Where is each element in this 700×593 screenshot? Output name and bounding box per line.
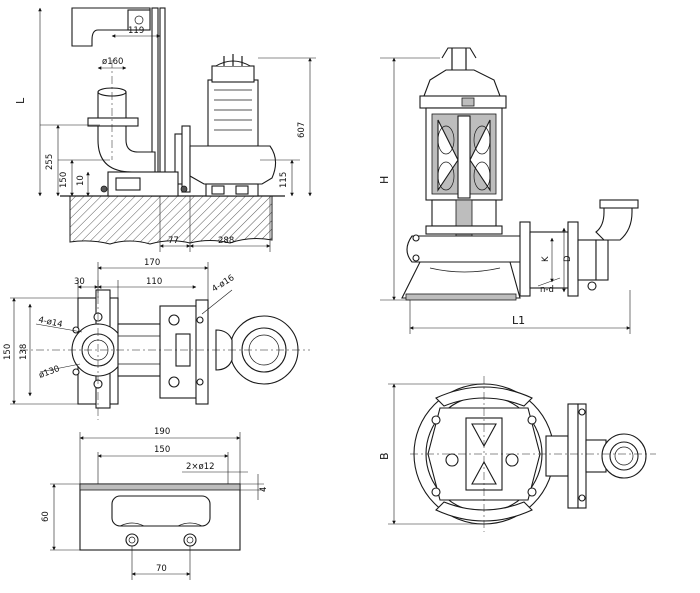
dim-4phi14: 4-ø14 — [37, 315, 63, 330]
dim-D: D — [563, 255, 573, 262]
pump-volute-side — [406, 235, 526, 263]
dim-B: B — [378, 452, 391, 460]
dim-190: 190 — [154, 427, 170, 437]
dim-H: H — [378, 176, 391, 184]
front-view: L 255 150 10 119 ø160 607 115 77 288 — [14, 7, 316, 252]
pump-base-stand — [401, 261, 521, 299]
dim-10: 10 — [76, 175, 86, 186]
dim-170: 170 — [144, 258, 160, 268]
dim-nd: n-d — [540, 285, 554, 295]
dim-115: 115 — [279, 172, 289, 188]
pump-side-view: H L1 K D n-d — [378, 47, 639, 334]
dim-255: 255 — [45, 154, 55, 170]
dim-4phi16: 4-ø16 — [210, 273, 236, 294]
dim-77: 77 — [168, 236, 179, 246]
dim-150: 150 — [3, 344, 13, 360]
dim-phi160: ø160 — [102, 57, 123, 67]
dim-L: L — [14, 97, 27, 104]
concrete-base — [69, 195, 273, 245]
dim-150: 150 — [59, 172, 69, 188]
dim-110: 110 — [146, 277, 162, 287]
dim-119: 119 — [128, 26, 144, 36]
dim-150: 150 — [154, 445, 170, 455]
plan-view: 170 30 110 4-ø16 4-ø14 150 138 ø130 — [3, 258, 310, 420]
dim-288: 288 — [218, 236, 234, 246]
dim-K: K — [541, 256, 551, 262]
pump-top-cap — [423, 69, 501, 97]
dim-L1: L1 — [512, 314, 525, 327]
dim-phi130: ø130 — [38, 364, 62, 381]
base-view: 190 150 2×ø12 60 4 70 — [41, 427, 269, 580]
dim-138: 138 — [19, 344, 29, 360]
dim-60: 60 — [41, 511, 51, 522]
dim-30: 30 — [74, 277, 85, 287]
pump-motor — [207, 79, 259, 147]
dim-70: 70 — [156, 564, 167, 574]
dim-2phi12: 2×ø12 — [186, 462, 215, 472]
dim-607: 607 — [297, 122, 307, 138]
pump-top-view: B — [378, 376, 656, 532]
pump-volute — [189, 145, 277, 185]
dim-4: 4 — [259, 487, 269, 492]
